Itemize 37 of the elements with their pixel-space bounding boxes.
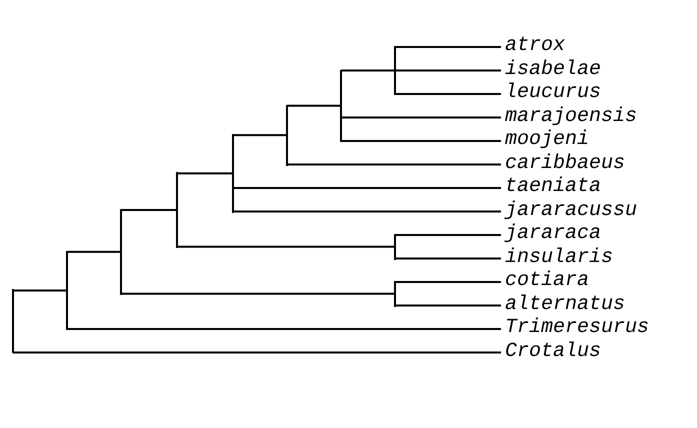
branch-line [67,328,501,330]
taxon-label: moojeni [501,129,590,151]
branch-line [395,46,501,48]
branch-line [13,289,67,292]
branch-line [177,246,395,248]
taxon-label: Trimeresurus [501,317,650,339]
branch-line [67,250,121,253]
branch-line [341,70,395,72]
taxon-label: taeniata [501,176,602,198]
taxon-label: alternatus [501,294,626,316]
taxon-label: jararacussu [501,200,638,222]
branch-line [395,258,501,260]
branch-line [395,304,501,306]
branch-line [287,104,341,107]
branch-line [341,140,501,142]
branch-line [233,210,501,212]
branch-line [395,281,501,283]
branch-line [287,164,501,166]
taxon-label: jararaca [501,223,602,245]
taxon-label: insularis [501,246,614,268]
taxon-label: atrox [501,35,566,57]
branch-line [177,172,233,174]
taxon-label: marajoensis [501,106,638,128]
branch-line [13,352,501,354]
taxon-label: cotiara [501,270,590,292]
branch-line [395,234,501,236]
taxon-label: caribbaeus [501,152,626,174]
branch-line [121,209,177,212]
branch-line [395,70,501,72]
branch-line [341,116,501,118]
branch-line [395,93,501,95]
branch-line [233,134,287,136]
taxon-label: Crotalus [501,340,602,362]
taxon-label: leucurus [501,82,602,104]
taxon-label: isabelae [501,58,602,80]
branch-line [121,292,395,295]
branch-line [233,187,501,189]
